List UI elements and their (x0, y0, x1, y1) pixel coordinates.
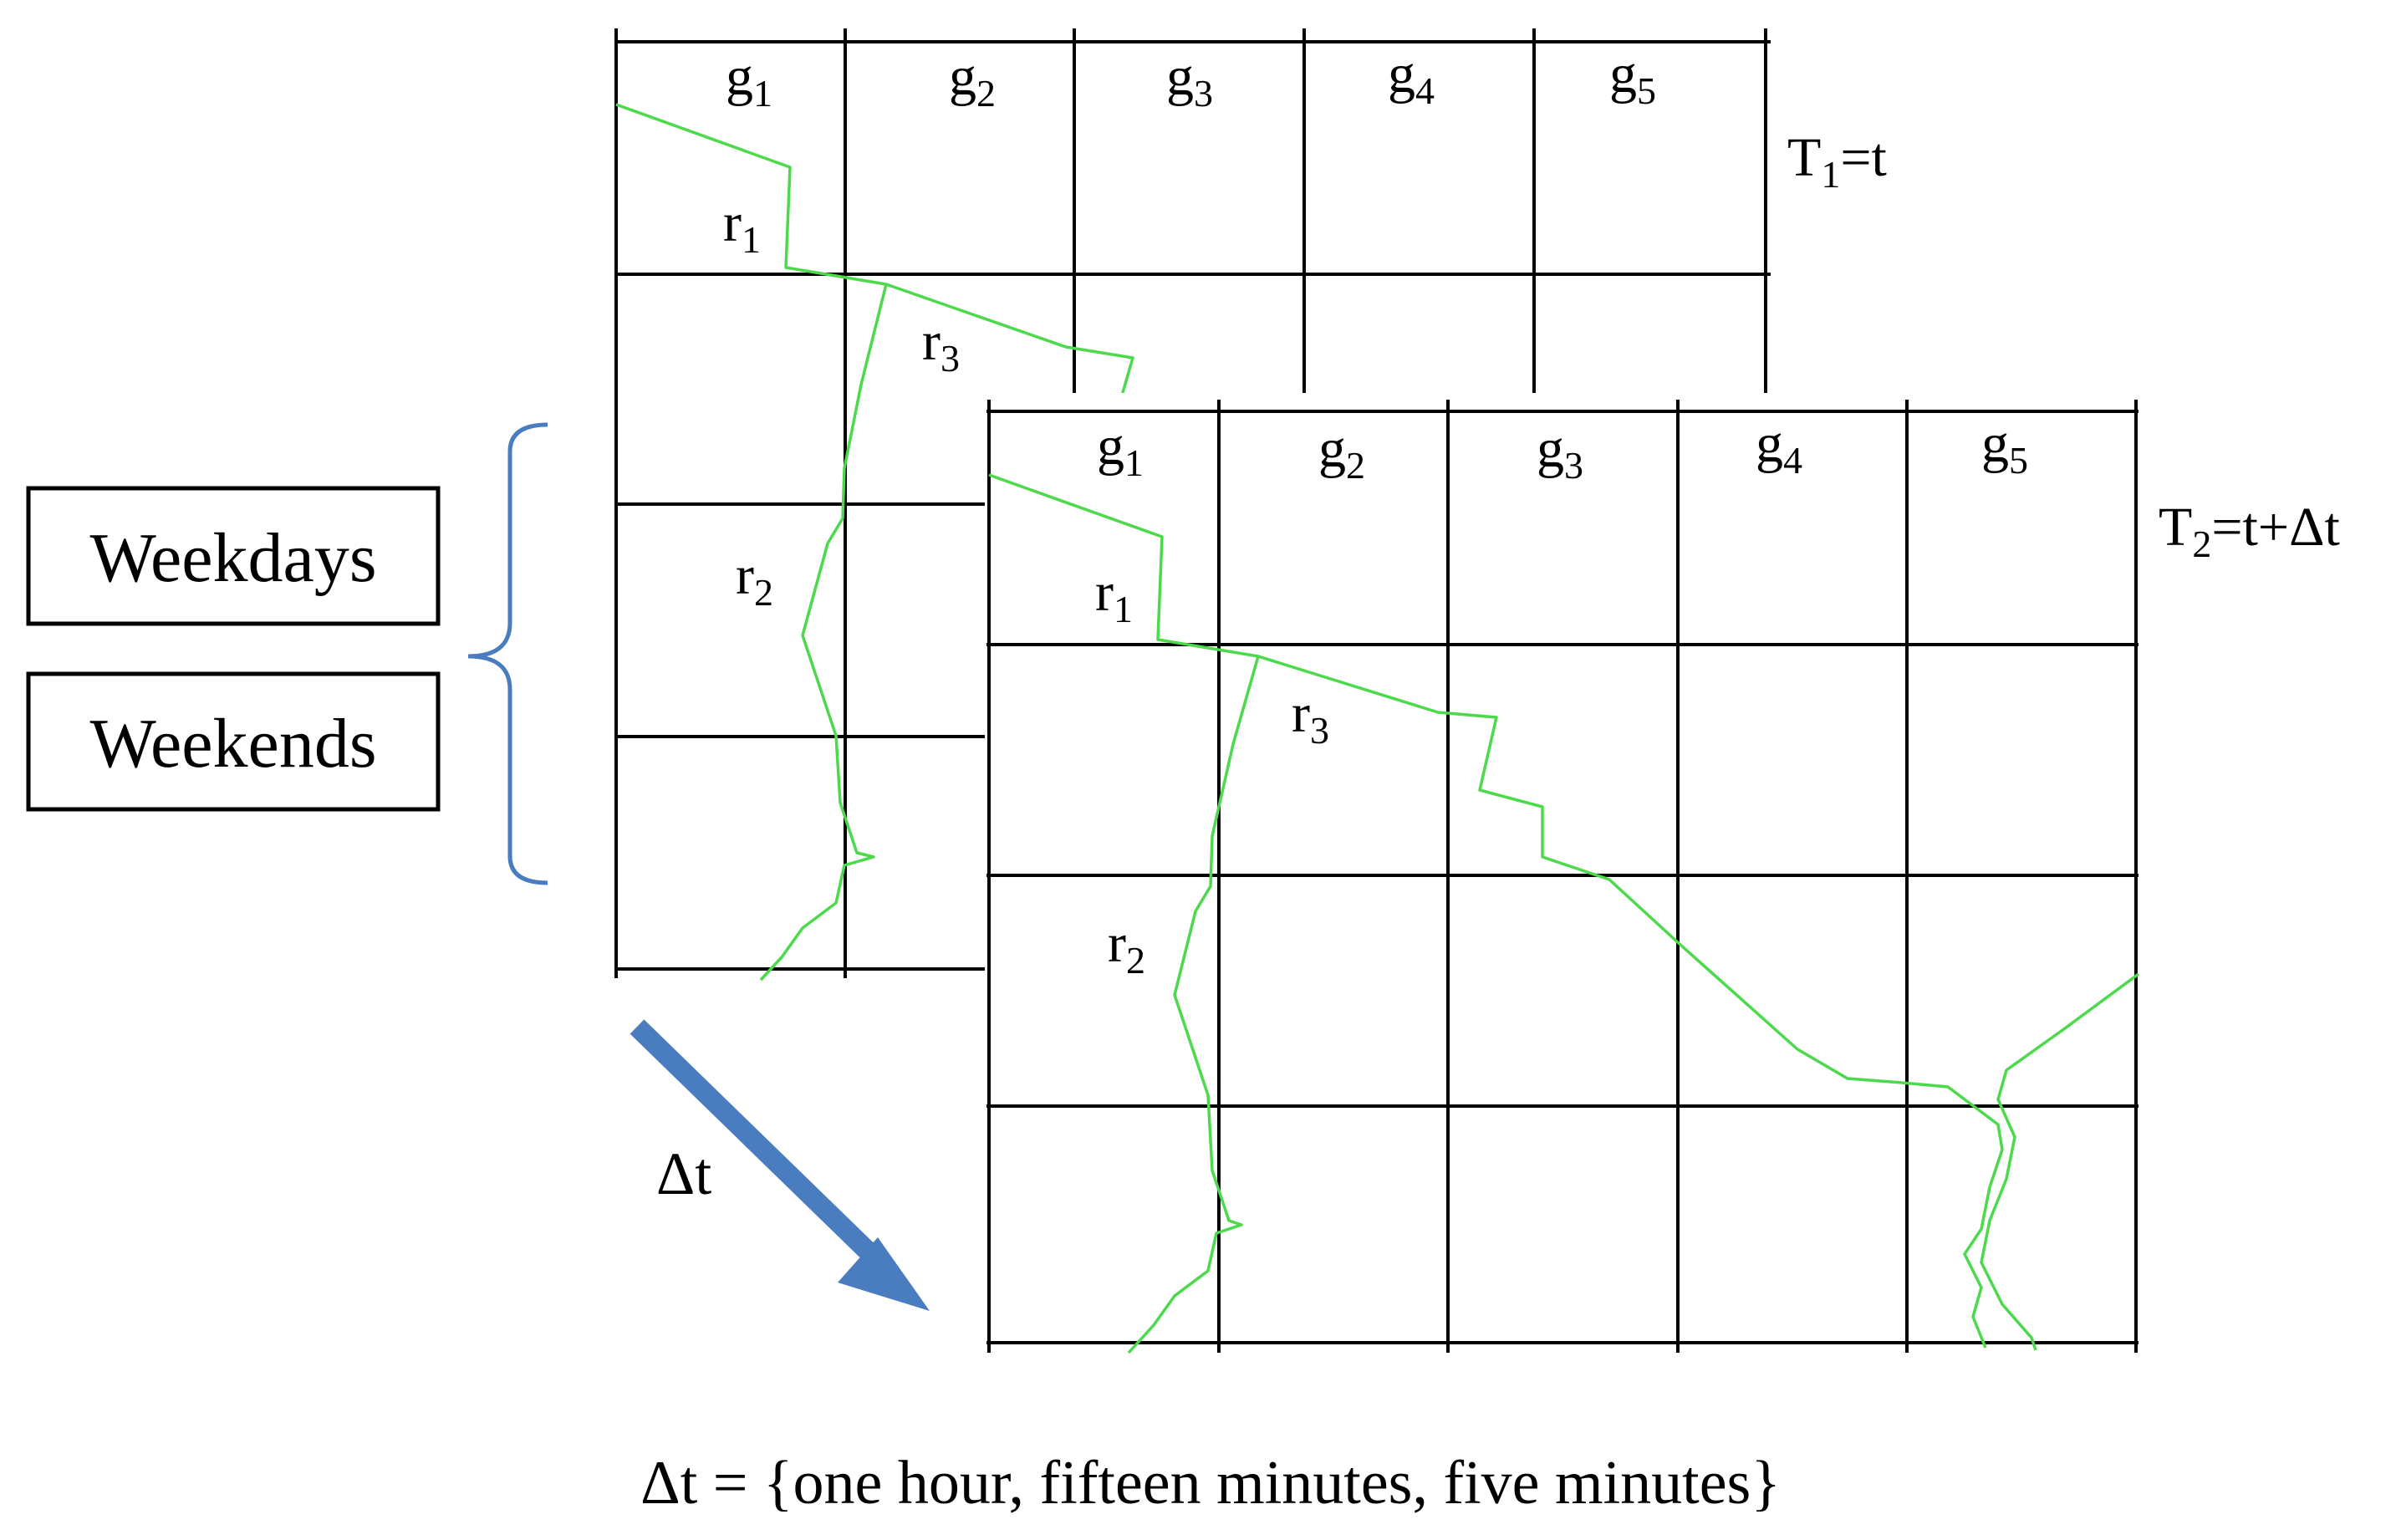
frame-t2-col-label-g5: g5 (1981, 413, 2028, 482)
frame-t2-col-label-g2: g2 (1318, 418, 1365, 487)
frame-t1-col-label-g4: g4 (1388, 43, 1435, 112)
day-type-legend: Weekdays Weekends (26, 422, 548, 885)
frame-t1-column-labels: g1 g2 g3 g4 g5 (726, 43, 1656, 115)
frame-t1-road-r1 (615, 103, 1134, 402)
delta-t-arrow: Δt (630, 1019, 930, 1311)
frame-t2-roads: r1 r2 r3 (988, 473, 2140, 1354)
frame-t2-col-label-g3: g3 (1537, 418, 1583, 487)
frame-t2: g1 g2 g3 g4 g5 T2=t+Δt r1 r2 r3 (985, 393, 2340, 1354)
frame-t1-col-label-g3: g3 (1166, 46, 1213, 115)
weekends-box (26, 671, 441, 812)
frame-t2-time-label: T2=t+Δt (2159, 497, 2340, 565)
frame-t1-road-label-r1: r1 (723, 192, 761, 261)
weekdays-label: Weekdays (89, 519, 376, 597)
frame-t1-road-r2 (759, 283, 888, 982)
frame-t2-col-label-g1: g1 (1097, 416, 1144, 484)
frame-t1-road-label-r3: r3 (922, 311, 960, 380)
frame-t2-col-label-g4: g4 (1756, 413, 1802, 482)
weekdays-box (26, 486, 441, 626)
frame-t1-col-label-g1: g1 (726, 46, 772, 115)
frame-t1-col-label-g2: g2 (949, 46, 996, 115)
arrow-shaft (630, 1019, 894, 1277)
frame-t1-roads: r1 r2 r3 (615, 103, 1134, 982)
caption: Δt = {one hour, fifteen minutes, five mi… (640, 1449, 1781, 1517)
frame-t2-road-r2 (1127, 655, 1260, 1354)
frame-t2-column-labels: g1 g2 g3 g4 g5 (1097, 413, 2028, 487)
frame-t2-road-label-r1: r1 (1095, 562, 1133, 630)
frame-t2-road-r4 (1980, 972, 2140, 1351)
frame-t1: g1 g2 g3 g4 g5 T1=t r1 r2 r3 (614, 28, 1887, 982)
arrow-head (838, 1237, 930, 1311)
frame-t2-grid (986, 400, 2138, 1353)
curly-brace (467, 422, 548, 885)
weekends-label: Weekends (89, 705, 376, 783)
frame-t1-col-label-g5: g5 (1609, 43, 1656, 112)
frame-t1-time-label: T1=t (1787, 127, 1887, 196)
frame-t2-road-r1 (988, 473, 2004, 1349)
arrow-label: Δt (656, 1140, 711, 1207)
frame-t2-road-label-r2: r2 (1108, 913, 1145, 982)
frame-t1-grid (614, 28, 1771, 978)
frame-t2-road-label-r3: r3 (1292, 683, 1329, 752)
frame-t1-road-label-r2: r2 (736, 545, 773, 614)
